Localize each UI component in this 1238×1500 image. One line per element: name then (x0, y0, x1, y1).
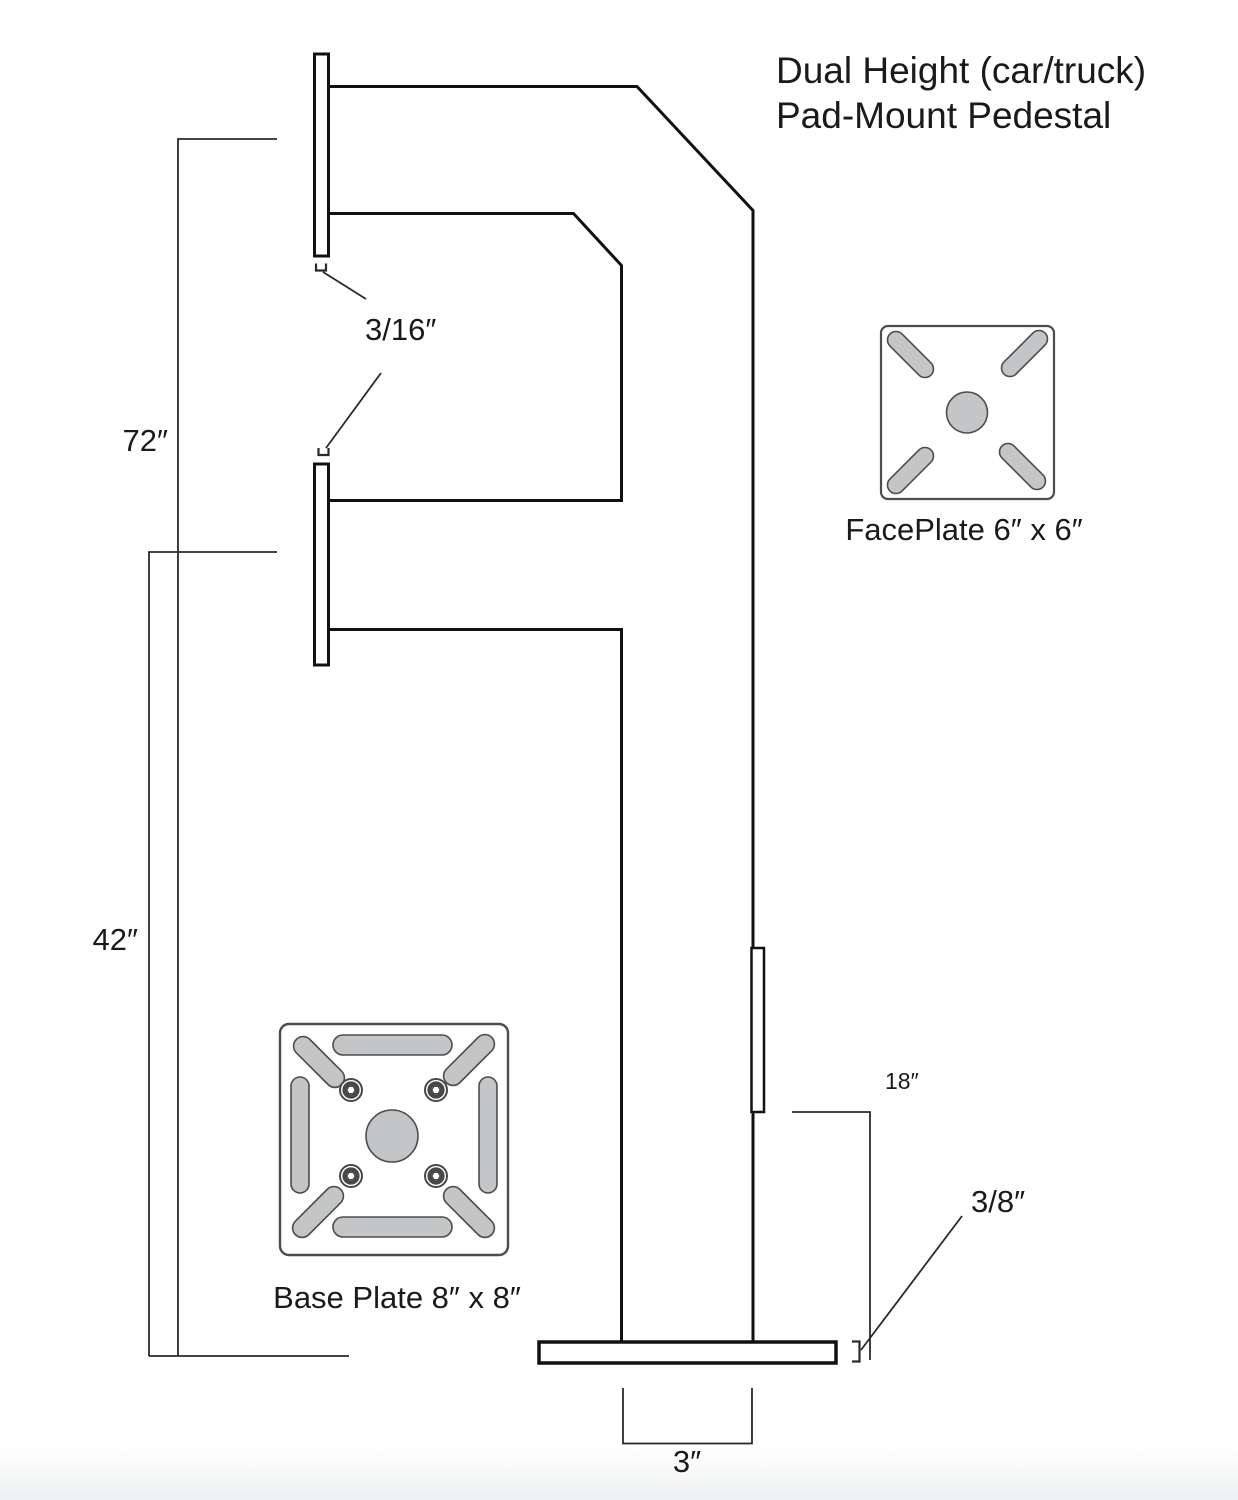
dim-18-bracket (792, 1111, 871, 1360)
faceplate-slot-bottom-left (886, 446, 935, 495)
mount-tab (750, 946, 766, 1114)
baseplate-slot-left (290, 1076, 310, 1194)
baseplate-bolt-bl (339, 1164, 363, 1188)
baseplate-detail-drawing (278, 1022, 510, 1257)
inner-lower-profile-line (327, 628, 623, 1344)
dim-38-tick (852, 1340, 861, 1363)
drawing-title: Dual Height (car/truck) Pad-Mount Pedest… (776, 48, 1146, 138)
dim-38-leader (860, 1215, 963, 1351)
dim-42-label: 42″ (92, 922, 138, 957)
baseplate-slot-corner-br (442, 1185, 496, 1239)
faceplate-center-hole (945, 391, 989, 434)
lower-faceplate-side (313, 462, 330, 667)
baseplate-slot-corner-tr (442, 1033, 496, 1087)
drawing-title-line2: Pad-Mount Pedestal (776, 95, 1112, 136)
baseplate-slot-bottom (332, 1216, 453, 1238)
dim-18-label: 18″ (885, 1068, 919, 1094)
baseplate-bolt-tl (339, 1078, 363, 1102)
dim-3-label: 3″ (672, 1444, 702, 1479)
dim-42-line (148, 551, 277, 1356)
baseplate-bolt-br (424, 1164, 448, 1188)
baseplate-slot-corner-bl (291, 1185, 345, 1239)
faceplate-detail-label: FacePlate 6″ x 6″ (845, 512, 1083, 547)
dim-72-label: 72″ (122, 423, 168, 458)
dim-316-tick-lower (317, 448, 330, 457)
baseplate-detail-label: Base Plate 8″ x 8″ (273, 1280, 521, 1315)
dim-3-bracket (622, 1388, 753, 1445)
dim-72-line (177, 138, 277, 1356)
upper-faceplate-side (313, 52, 330, 258)
baseplate-center-hole (365, 1109, 419, 1163)
inner-upper-profile-line (327, 212, 623, 502)
pedestal-outline (313, 52, 838, 1365)
baseplate-slot-right (478, 1076, 498, 1194)
baseplate-slot-top (332, 1034, 453, 1056)
faceplate-detail-drawing (879, 324, 1056, 501)
dim-38-label: 3/8″ (971, 1184, 1026, 1219)
dim-316-leader-lower (325, 372, 382, 449)
faceplate-slot-top-right (1000, 329, 1049, 378)
dim-316-label: 3/16″ (365, 312, 437, 347)
outer-profile-line (327, 85, 755, 1344)
baseplate-bolt-tr (424, 1078, 448, 1102)
dim-316-leader-upper (322, 271, 367, 300)
base-flange (537, 1340, 838, 1365)
dim-316-tick-upper (314, 263, 328, 272)
drawing-title-line1: Dual Height (car/truck) (776, 50, 1147, 91)
dimension-lines (148, 138, 963, 1445)
